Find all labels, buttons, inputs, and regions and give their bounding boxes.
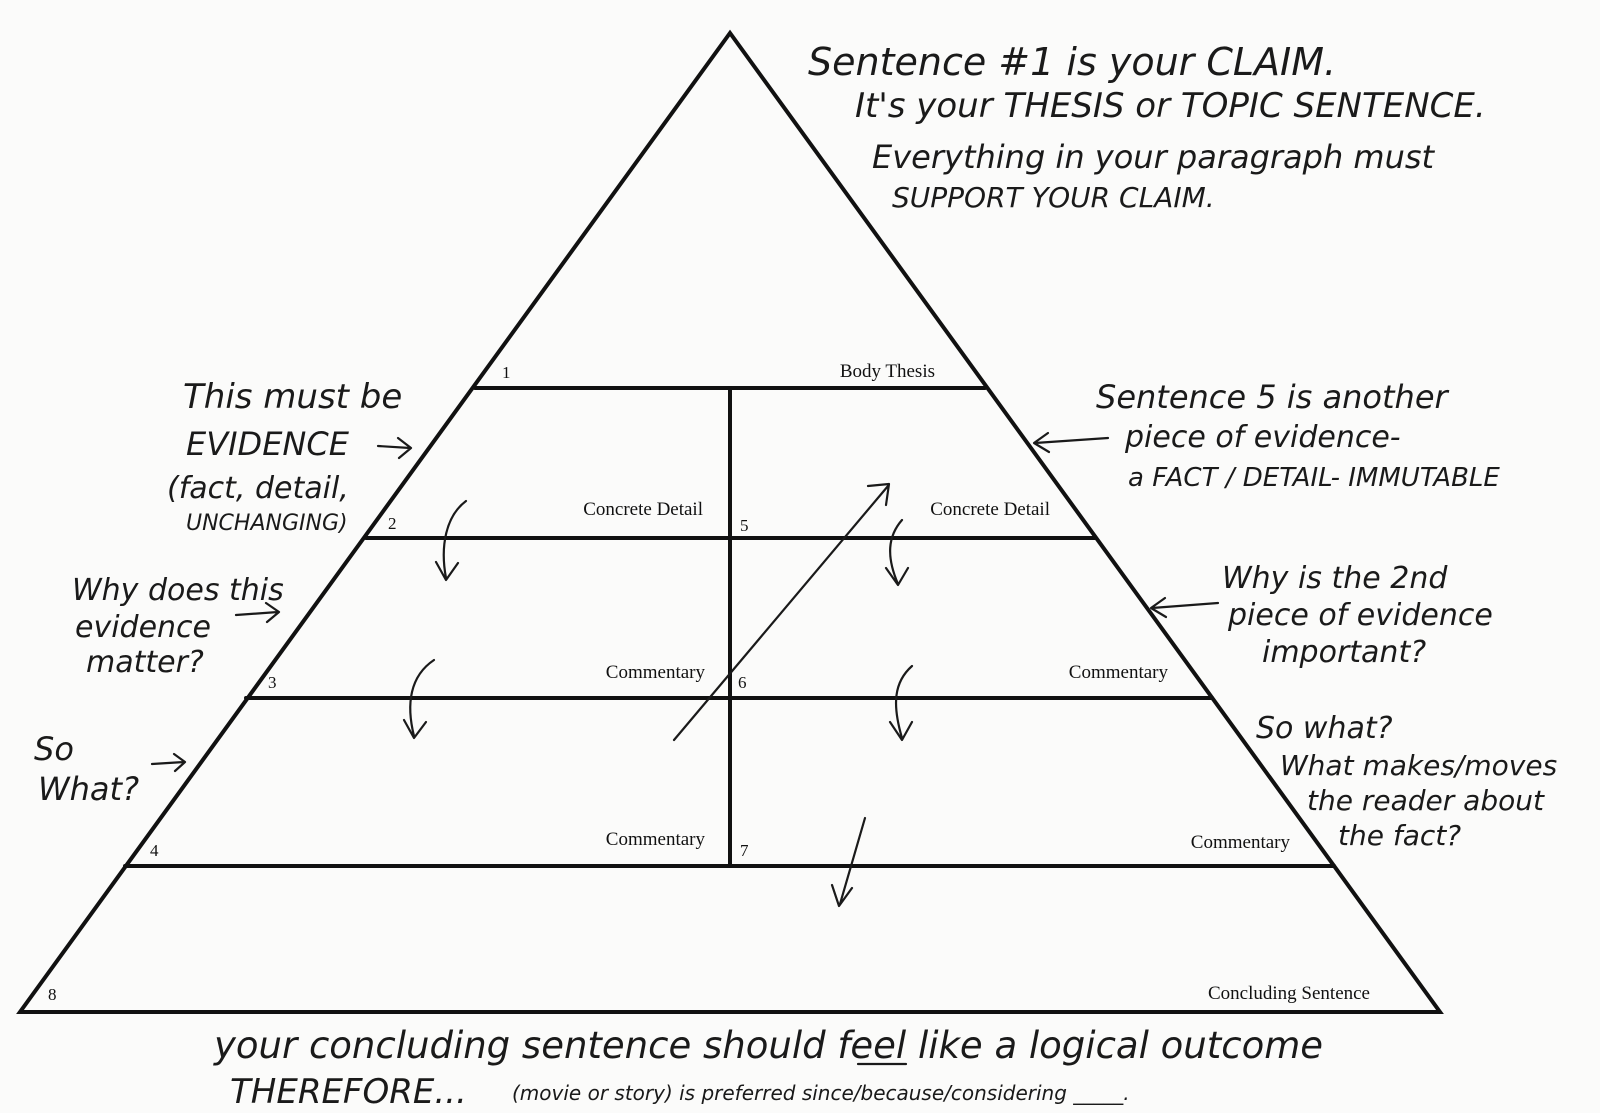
row-number-7: 7 bbox=[740, 841, 749, 860]
note-evidence-line-1: This must be bbox=[183, 377, 402, 417]
arrow-icon bbox=[234, 601, 281, 624]
label-concluding-sentence: Concluding Sentence bbox=[1208, 983, 1370, 1004]
label-body-thesis: Body Thesis bbox=[840, 361, 935, 382]
note-why-2nd: Why is the 2nd piece of evidence importa… bbox=[1149, 561, 1493, 670]
label-commentary-4: Commentary bbox=[606, 829, 706, 850]
note-why-matter-line-3: matter? bbox=[86, 645, 204, 680]
note-so-what-left-line-2: What? bbox=[38, 770, 139, 808]
note-sentence5-line-1: Sentence 5 is another bbox=[1096, 378, 1450, 416]
note-sentence5: Sentence 5 is another piece of evidence-… bbox=[1032, 378, 1500, 493]
pyramid-triangle bbox=[16, 29, 1444, 1014]
arrow-icon bbox=[1149, 596, 1220, 619]
note-why-2nd-line-3: important? bbox=[1262, 635, 1426, 670]
note-concluding-line-1: your concluding sentence should feel lik… bbox=[213, 1024, 1323, 1067]
flow-arrows bbox=[402, 482, 914, 908]
note-therefore: THEREFORE... bbox=[230, 1072, 467, 1112]
note-sentence5-line-3: a FACT / DETAIL- IMMUTABLE bbox=[1128, 463, 1500, 493]
note-why-matter-line-2: evidence bbox=[75, 610, 211, 645]
arrow-icon bbox=[830, 816, 867, 908]
note-so-what-right-line-3: the reader about bbox=[1307, 784, 1545, 817]
curved-arrow-icon bbox=[888, 664, 914, 742]
note-evidence-line-4: UNCHANGING) bbox=[186, 511, 348, 536]
note-claim: Sentence #1 is your CLAIM. It's your THE… bbox=[808, 40, 1486, 214]
note-evidence-line-2: EVIDENCE bbox=[186, 425, 350, 463]
note-evidence-line-3: (fact, detail, bbox=[167, 471, 349, 506]
label-commentary-3: Commentary bbox=[606, 662, 706, 683]
row-number-2: 2 bbox=[388, 514, 397, 533]
note-so-what-right-line-1: So what? bbox=[1256, 711, 1393, 746]
row-number-8: 8 bbox=[48, 985, 57, 1004]
note-claim-line-1: Sentence #1 is your CLAIM. bbox=[808, 40, 1336, 84]
arrow-icon bbox=[1032, 431, 1110, 454]
row-number-3: 3 bbox=[268, 673, 277, 692]
note-so-what-right: So what? What makes/moves the reader abo… bbox=[1256, 711, 1557, 852]
note-why-matter: Why does this evidence matter? bbox=[72, 573, 284, 680]
arrow-icon bbox=[376, 436, 413, 460]
row-number-5: 5 bbox=[740, 516, 749, 535]
curved-arrow-icon bbox=[402, 658, 436, 740]
diagonal-arrow-icon bbox=[672, 482, 891, 742]
note-so-what-left: So What? bbox=[34, 730, 187, 808]
note-concluding: your concluding sentence should feel lik… bbox=[213, 1024, 1323, 1112]
row-number-6: 6 bbox=[738, 673, 747, 692]
label-commentary-7: Commentary bbox=[1191, 832, 1291, 853]
note-so-what-left-line-1: So bbox=[34, 730, 74, 768]
label-concrete-detail-2: Concrete Detail bbox=[583, 499, 703, 520]
note-why-2nd-line-2: piece of evidence bbox=[1227, 598, 1493, 633]
row-number-4: 4 bbox=[150, 841, 159, 860]
note-why-2nd-line-1: Why is the 2nd bbox=[1222, 561, 1448, 596]
note-claim-line-3: Everything in your paragraph must bbox=[872, 138, 1436, 176]
note-therefore-small: (movie or story) is preferred since/beca… bbox=[512, 1081, 1130, 1105]
arrow-icon bbox=[150, 752, 187, 773]
label-concrete-detail-5: Concrete Detail bbox=[930, 499, 1050, 520]
curved-arrow-icon bbox=[434, 499, 468, 582]
note-claim-line-4: SUPPORT YOUR CLAIM. bbox=[892, 181, 1215, 214]
note-why-matter-line-1: Why does this bbox=[72, 573, 284, 608]
note-claim-line-2: It's your THESIS or TOPIC SENTENCE. bbox=[855, 86, 1486, 126]
note-evidence: This must be EVIDENCE (fact, detail, UNC… bbox=[167, 377, 413, 536]
note-so-what-right-line-4: the fact? bbox=[1338, 819, 1461, 852]
row-numbers: 1 2 5 3 6 4 7 8 bbox=[48, 363, 749, 1004]
note-so-what-right-line-2: What makes/moves bbox=[1280, 749, 1557, 782]
label-commentary-6: Commentary bbox=[1069, 662, 1169, 683]
row-number-1: 1 bbox=[502, 363, 511, 382]
pyramid-outline bbox=[16, 29, 1444, 1014]
note-sentence5-line-2: piece of evidence- bbox=[1124, 420, 1401, 455]
row-labels: Body Thesis Concrete Detail Concrete Det… bbox=[583, 361, 1370, 1004]
curved-arrow-icon bbox=[884, 518, 910, 587]
